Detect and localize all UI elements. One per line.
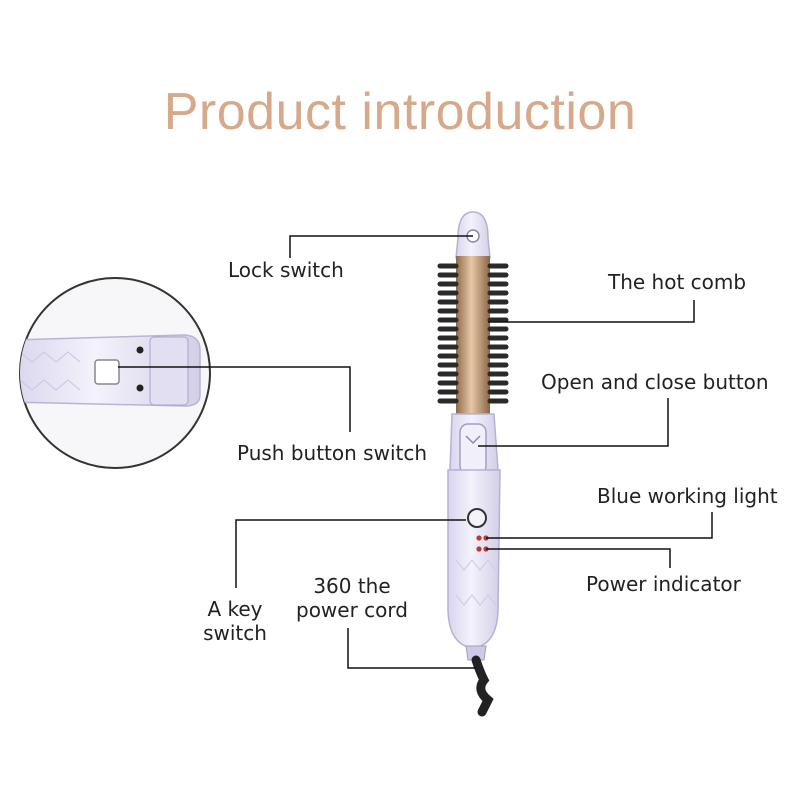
leader-lock-switch	[289, 235, 473, 258]
open-close-button-icon	[459, 423, 487, 475]
leader-open-close	[478, 398, 669, 447]
zoom-detail	[19, 277, 211, 469]
label-power-indicator: Power indicator	[586, 572, 741, 596]
label-push-button-switch: Push button switch	[237, 441, 428, 465]
label-key-switch-line2: switch	[203, 621, 267, 645]
bristles-icon	[437, 263, 509, 404]
label-lock-switch: Lock switch	[228, 258, 344, 282]
label-open-close-button: Open and close button	[541, 370, 769, 394]
leader-power-cord	[347, 628, 476, 669]
indicator-dot-icon	[136, 346, 144, 354]
power-cord-icon	[471, 655, 494, 717]
label-hot-comb: The hot comb	[608, 270, 747, 294]
push-switch-icon	[94, 359, 120, 385]
power-indicator-icon	[476, 546, 482, 552]
label-power-cord-line1: 360 the	[313, 574, 391, 598]
leader-push-switch	[118, 366, 351, 432]
label-key-switch-line1: A key	[207, 597, 263, 621]
label-power-cord: 360 the power cord	[290, 574, 414, 622]
hot-comb-barrel	[456, 256, 490, 416]
leader-hot-comb	[488, 300, 695, 323]
leader-blue-light	[486, 512, 713, 539]
page-title: Product introduction	[163, 83, 637, 141]
blue-working-light-icon	[476, 535, 482, 541]
leader-lines	[118, 235, 713, 669]
label-power-cord-line2: power cord	[296, 598, 408, 622]
label-blue-working-light: Blue working light	[597, 484, 778, 508]
leader-key-switch	[235, 519, 466, 588]
indicator-dot-icon	[136, 384, 144, 392]
power-key-icon	[467, 508, 487, 528]
label-key-switch: A key switch	[196, 597, 274, 645]
product-body	[437, 211, 509, 717]
leader-power-indicator	[486, 548, 671, 568]
